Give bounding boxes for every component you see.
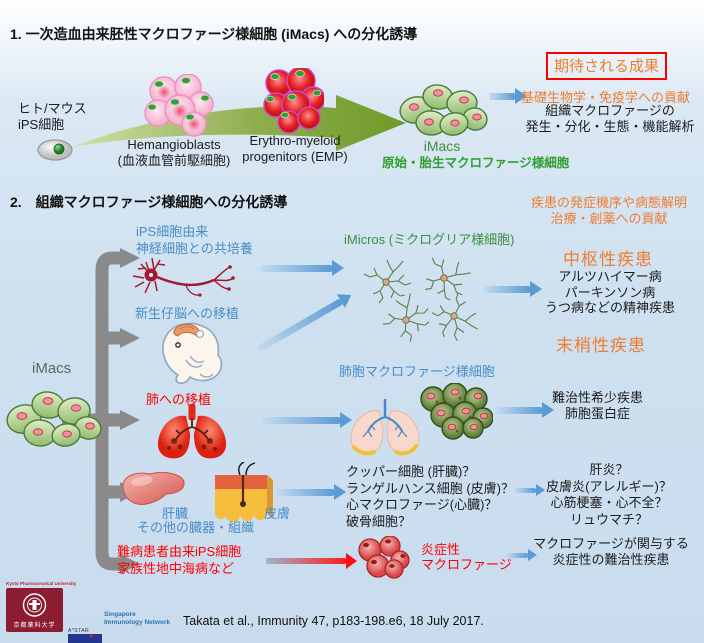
hemangioblast-cluster-icon: [144, 74, 214, 137]
green-swoosh-arrow-icon: [73, 95, 406, 151]
section1-title: 1. 一次造血由来胚性マクロファージ様細胞 (iMacs) への分化誘導: [10, 26, 418, 42]
lung-disease-list: 難治性希少疾患 肺胞蛋白症: [551, 390, 643, 421]
imicros-label: iMicros (ミクログリア様細胞): [344, 232, 515, 247]
liver-label: 肝臓: [162, 506, 189, 521]
simn-label: Singapore Immunology Network: [104, 611, 171, 626]
coculture-label: iPS細胞由来 神経細胞との共培養: [136, 224, 253, 256]
expected-result-box: 期待される成果: [546, 52, 668, 80]
inflammatory-cell-cluster-icon: [358, 536, 410, 579]
alveolar-label: 肺胞マクロファージ様細胞: [339, 364, 495, 379]
other-organs-label: その他の臓器・組織: [137, 520, 255, 535]
cns-disease-header: 中枢性疾患: [563, 250, 653, 269]
flow-arrow-icon: [256, 298, 343, 353]
kpu-emblem-icon: [22, 593, 47, 617]
mouse-pup-icon: [162, 322, 223, 384]
citation: Takata et al., Immunity 47, p183-198.e6,…: [183, 614, 484, 628]
imacs-left-label: iMacs: [32, 360, 72, 377]
pale-lungs-icon: [350, 399, 420, 456]
emp-cluster-icon: [263, 68, 324, 134]
flow-arrow-icon: [514, 484, 545, 496]
flow-arrow-icon: [489, 88, 527, 104]
flow-arrow-icon: [262, 412, 352, 428]
liver-icon: [122, 471, 185, 505]
cns-disease-list: アルツハイマー病 パーキンソン病 うつ病などの精神疾患: [544, 269, 675, 315]
emp-label: Erythro-myeloid progenitors (EMP): [242, 133, 348, 164]
section2-title: 2. 組織マクロファージ様細胞への分化誘導: [10, 194, 288, 210]
lung-transplant-label: 肺への移植: [146, 392, 212, 407]
astar-name-label: A*STAR: [68, 628, 90, 634]
kpu-logo: 京都薬科大学: [6, 588, 63, 632]
astar-star-icon: *: [89, 631, 94, 643]
disease-outcome-header: 疾患の発症機序や病態解明 治療・創薬への貢献: [530, 195, 687, 226]
flow-arrow-icon: [506, 549, 537, 561]
inflammatory-label: 炎症性 マクロファージ: [421, 542, 512, 572]
organ-disease-list: 肝炎？ 皮膚炎(アレルギー)？ 心筋梗塞・心不全？ リュウマチ？: [546, 462, 672, 527]
alveolar-macrophage-cluster-icon: [420, 383, 493, 440]
flow-arrow-icon: [484, 281, 542, 297]
patient-ips-label: 難病患者由来iPS細胞 家族性地中海病など: [117, 544, 242, 576]
flow-arrow-icon: [496, 402, 554, 418]
outcome-basic-biology: 基礎生物学・免疫学への貢献: [521, 90, 691, 105]
skin-icon: [215, 462, 273, 522]
red-lungs-icon: [157, 404, 227, 459]
astar-logo: a *: [68, 631, 102, 643]
kpu-header-label: Kyoto Pharmaceutical University: [6, 581, 77, 586]
neuron-icon: [132, 257, 235, 297]
peripheral-disease-header: 末梢性疾患: [556, 336, 646, 355]
inflammatory-disease-list: マクロファージが関与する 炎症性の難治性疾患: [533, 536, 689, 567]
candidate-cells-list: クッパー細胞 (肝臓)？ ランゲルハンス細胞 (皮膚)？ 心マクロファージ(心臓…: [346, 464, 515, 529]
patient-arrow-icon: [266, 553, 357, 569]
flow-arrow-icon: [276, 484, 346, 500]
flow-arrow-icon: [260, 260, 344, 276]
astar-a-glyph: a: [74, 636, 90, 643]
imacs-label: iMacs: [423, 138, 461, 154]
imacs-left-cluster-icon: [6, 391, 102, 447]
neonatal-brain-label: 新生仔脳への移植: [135, 306, 240, 321]
imacs-cluster-icon: [399, 84, 488, 136]
outcome-detail: 組織マクロファージの 発生・分化・生態・機能解析: [525, 103, 695, 134]
kpu-name-label: 京都薬科大学: [13, 623, 56, 629]
skin-label: 皮膚: [264, 506, 291, 521]
ips-cell-icon: [37, 139, 73, 161]
imacs-subtitle: 原始・胎生マクロファージ様細胞: [382, 156, 570, 170]
microglia-icon: [363, 250, 478, 345]
ips-source-label: ヒト/マウス iPS細胞: [18, 101, 87, 132]
hemangioblasts-label: Hemangioblasts (血液血管前駆細胞): [117, 137, 231, 168]
